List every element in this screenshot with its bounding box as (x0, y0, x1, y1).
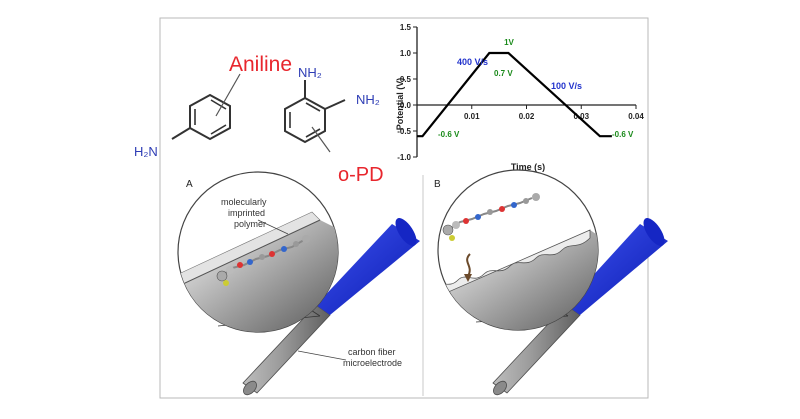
panel-b-electrode-cone (566, 224, 668, 315)
annotation-hold-start: 0.7 V (494, 69, 513, 78)
x-tick-label: 0.02 (519, 112, 535, 121)
annotation-slope-down: 100 V/s (551, 81, 582, 91)
opd-structure: NH₂ NH₂ o-PD (284, 65, 384, 186)
opd-n-bond-2 (324, 99, 346, 110)
x-tick-label: 0.04 (628, 112, 644, 121)
y-tick-label: 1.0 (400, 49, 412, 58)
polymer-label-line-2: imprinted (228, 208, 265, 218)
waveform-chart: -1.0 -0.5 0.0 0.5 1.0 1.5 0.01 0.02 0.03 0.04 Po… (395, 23, 644, 172)
polymer-label-line-1: molecularly (221, 197, 267, 207)
y-tick-label: -0.5 (397, 127, 411, 136)
chart-y-ticks: -1.0 -0.5 0.0 0.5 1.0 1.5 (397, 23, 417, 162)
annotation-slope-up: 400 V/s (457, 57, 488, 67)
y-tick-label: 0.5 (400, 75, 412, 84)
chart-x-axis-label: Time (s) (511, 162, 545, 172)
panel-a: A (177, 171, 420, 396)
aniline-amine-label: H₂N (134, 144, 158, 159)
aniline-benzene-ring (189, 93, 231, 141)
annotation-end-voltage: -0.6 V (612, 130, 634, 139)
chart-x-ticks: 0.01 0.02 0.03 0.04 (464, 105, 644, 121)
y-tick-label: 1.5 (400, 23, 412, 32)
chart-y-axis-label: Potential (V) (395, 78, 405, 131)
annotation-peak: 1V (504, 38, 514, 47)
panel-a-letter: A (186, 179, 193, 190)
panel-a-electrode-cone (316, 224, 420, 315)
fiber-label-leader (297, 350, 347, 361)
polymer-label-leader (257, 219, 289, 235)
fiber-label-line-1: carbon fiber (348, 347, 396, 357)
chart-waveform-line (417, 51, 612, 138)
opd-substituent-line (311, 126, 331, 153)
aniline-structure: H₂N Aniline (134, 53, 292, 159)
opd-name-label: o-PD (338, 164, 384, 186)
opd-amine-label-1: NH₂ (298, 65, 322, 80)
annotation-start-voltage: -0.6 V (438, 130, 460, 139)
panel-b-release-arrow (466, 253, 471, 277)
fiber-label-line-2: microelectrode (343, 358, 402, 368)
y-tick-label: 0.0 (400, 101, 412, 110)
panel-b-imprinted-cavities (438, 229, 591, 301)
aniline-n-bond (171, 127, 191, 140)
panel-b-letter: B (434, 179, 441, 190)
x-tick-label: 0.03 (573, 112, 589, 121)
polymer-label-line-3: polymer (234, 219, 266, 229)
aniline-substituent-line (215, 73, 241, 117)
panel-b-released-molecule (442, 193, 540, 241)
aniline-name-label: Aniline (229, 53, 292, 76)
panel-a-template-molecule (216, 235, 310, 286)
opd-amine-label-2: NH₂ (356, 92, 380, 107)
y-tick-label: -1.0 (397, 153, 411, 162)
x-tick-label: 0.01 (464, 112, 480, 121)
